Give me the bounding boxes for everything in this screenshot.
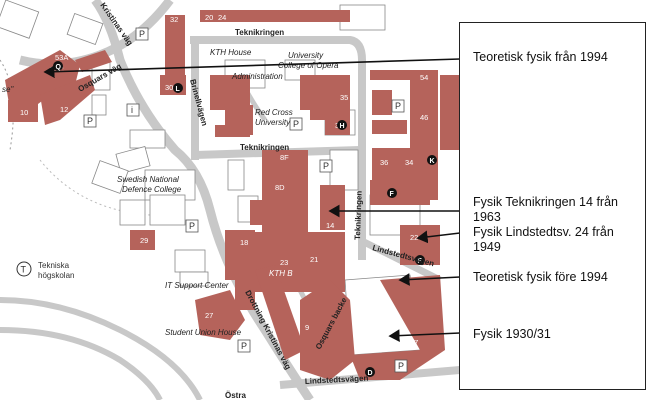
- place-red-cross-line2: University: [255, 118, 291, 127]
- building-number: 34: [405, 158, 413, 167]
- building-number: 22: [410, 233, 418, 242]
- parking-label: P: [395, 101, 401, 111]
- area-marker: D: [368, 370, 373, 377]
- place-labels: KTH House University College of Opera Ad…: [2, 48, 339, 337]
- parking-label: P: [189, 221, 195, 231]
- area-marker: K: [430, 158, 435, 165]
- building-number: 27: [205, 311, 213, 320]
- note-teoretisk-fysik-fore-1994: Teoretisk fysik före 1994: [473, 270, 608, 284]
- place-opera-line2: College of Opera: [278, 61, 339, 70]
- street-teknikringen-vertical: Teknikringen: [353, 190, 364, 240]
- area-marker: L: [176, 86, 181, 93]
- building-number: 29: [140, 236, 148, 245]
- building-number: 17: [410, 338, 418, 347]
- building-number: 46: [420, 113, 428, 122]
- place-administration: Administration: [231, 72, 283, 81]
- building-number: 36: [380, 158, 388, 167]
- metro-station-marker: T: [16, 261, 32, 277]
- legend-box: Teoretisk fysik från 1994 Fysik Teknikri…: [459, 22, 646, 390]
- street-teknikringen-mid: Teknikringen: [240, 143, 289, 152]
- street-lindstedtsvagen-bottom: Lindstedtsvägen: [305, 374, 369, 386]
- arrow-lindstedtsv-24: [416, 230, 460, 244]
- building-32-top: [165, 15, 185, 90]
- building-number: 20: [205, 13, 213, 22]
- building-12: [40, 75, 95, 125]
- place-defence-line2: Defence College: [122, 185, 182, 194]
- legend-arrows: [43, 58, 460, 342]
- place-red-cross-line1: Red Cross: [255, 108, 293, 117]
- place-tekniska-line2: högskolan: [38, 271, 74, 280]
- place-quote-left: se": [2, 85, 14, 94]
- building-10: [8, 100, 38, 122]
- building-number: 30: [165, 83, 173, 92]
- note-fysik-teknikringen-14: Fysik Teknikringen 14 från 1963: [473, 195, 618, 224]
- place-kth-house: KTH House: [210, 48, 252, 57]
- metro-symbol: T: [21, 265, 27, 275]
- parking-label: P: [241, 341, 247, 351]
- building-number: 32: [170, 15, 178, 24]
- building-number: 21: [310, 255, 318, 264]
- building-number: 24: [218, 13, 226, 22]
- campus-map: 32 20 24 53C 53A 10 12 30 31 35 54 46 36…: [0, 0, 460, 400]
- parking-markers: P P P P P P P P i: [83, 27, 408, 373]
- building-number: 18: [240, 238, 248, 247]
- area-marker: F: [390, 191, 395, 198]
- parking-label: P: [87, 116, 93, 126]
- building-number: 9: [305, 323, 309, 332]
- street-ostra: Östra: [225, 391, 246, 400]
- building-number: 14: [326, 221, 334, 230]
- area-marker: F: [418, 258, 423, 265]
- building-number: 53A: [55, 53, 68, 62]
- note-fysik-1930: Fysik 1930/31: [473, 327, 551, 341]
- note-fysik-lindstedtsv-24: Fysik Lindstedtsv. 24 från 1949: [473, 225, 614, 254]
- building-number: 10: [20, 108, 28, 117]
- place-opera-line1: University: [288, 51, 324, 60]
- street-teknikringen-top: Teknikringen: [235, 28, 284, 37]
- area-marker: H: [340, 123, 345, 130]
- place-it-support: IT Support Center: [165, 281, 229, 290]
- arrow-teoretisk-fysik-1994: [43, 58, 460, 79]
- building-number: 35: [340, 93, 348, 102]
- building-number: 8D: [275, 183, 285, 192]
- building-number: 54: [420, 73, 428, 82]
- area-markers: Q L H K F F D: [53, 61, 437, 377]
- building-number: 12: [60, 105, 68, 114]
- parking-label: P: [293, 119, 299, 129]
- parking-label: P: [323, 161, 329, 171]
- area-marker: Q: [56, 64, 62, 71]
- place-tekniska-line1: Tekniska: [38, 261, 70, 270]
- arrow-fysik-1930: [388, 329, 460, 342]
- parking-label: P: [398, 361, 404, 371]
- place-kth-b: KTH B: [269, 269, 293, 278]
- place-defence-line1: Swedish National: [117, 175, 179, 184]
- highlighted-buildings: [5, 10, 460, 380]
- building-number: 8F: [280, 153, 289, 162]
- arrow-teoretisk-fysik-fore-1994: [398, 273, 460, 286]
- building-number: 23: [280, 258, 288, 267]
- parking-label: P: [139, 29, 145, 39]
- place-student-union: Student Union House: [165, 328, 242, 337]
- note-teoretisk-fysik-1994: Teoretisk fysik från 1994: [473, 50, 608, 64]
- info-label: i: [131, 105, 133, 115]
